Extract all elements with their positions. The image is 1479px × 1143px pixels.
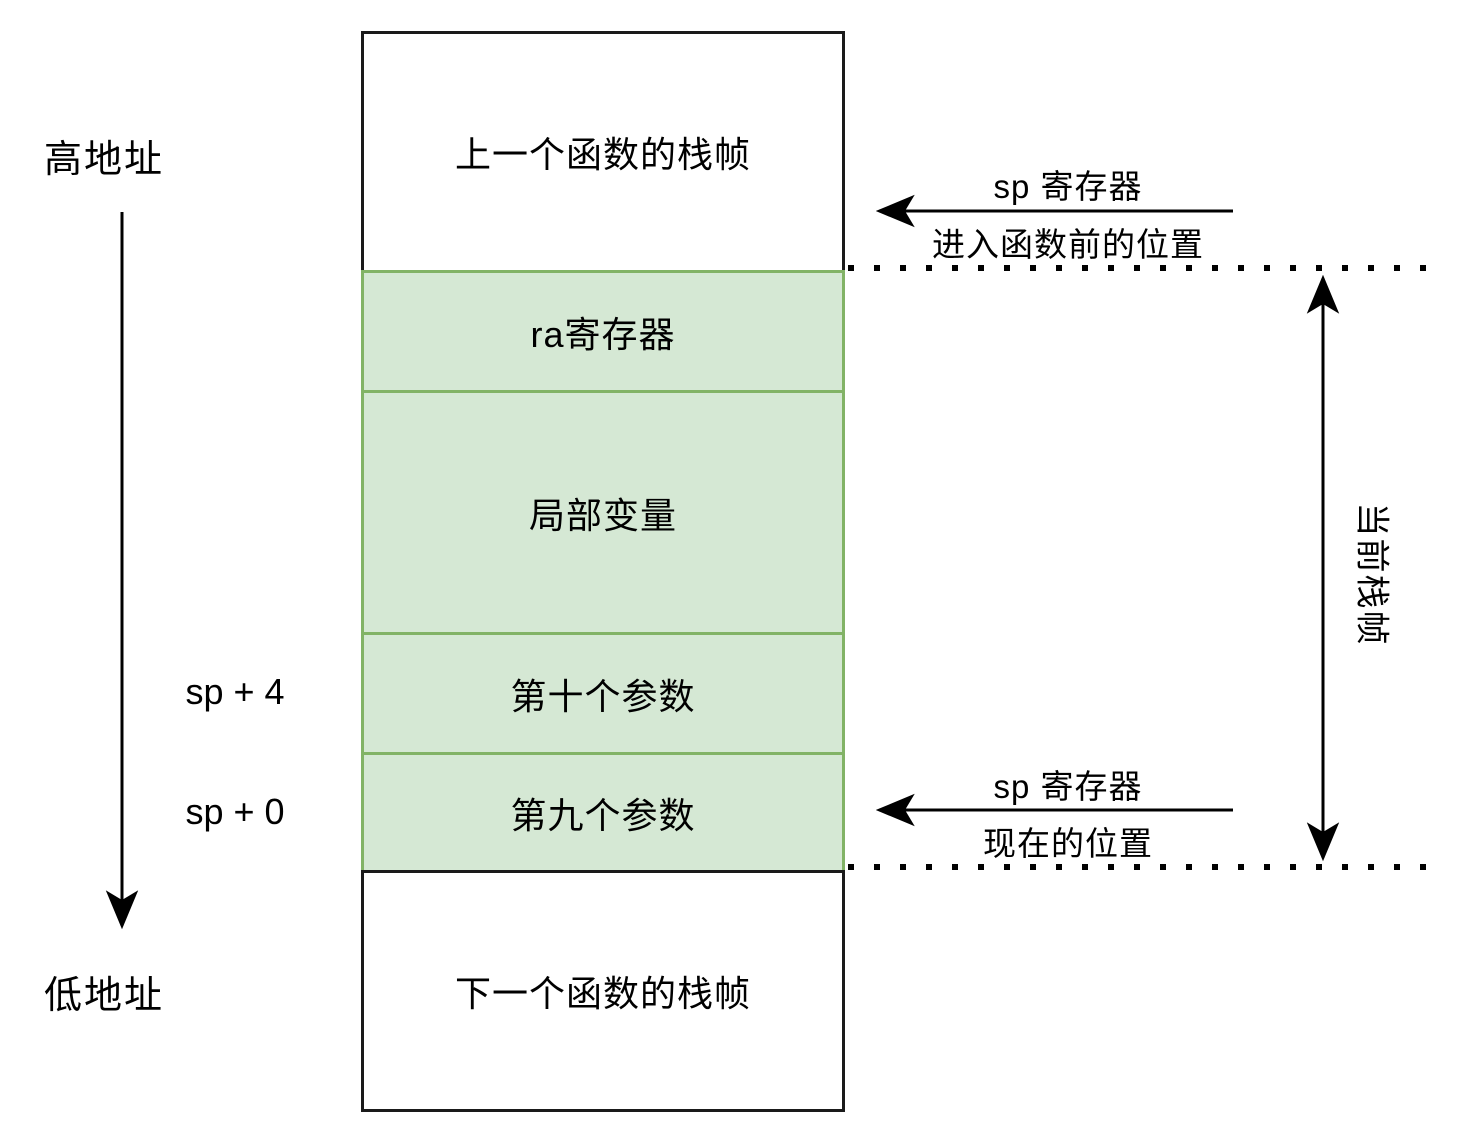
sp-register-before-subtitle: 进入函数前的位置	[932, 226, 1204, 263]
sp-register-now-title: sp 寄存器	[993, 768, 1143, 805]
low-address-label: 低地址	[44, 975, 165, 1017]
stack-cell-label: 第九个参数	[510, 794, 696, 836]
sp-plus-0-label: sp + 0	[185, 791, 285, 832]
stack-cell-local-variables: 局部变量	[361, 390, 845, 635]
stack-cell-tenth-argument: 第十个参数	[361, 632, 845, 755]
sp-register-before-title: sp 寄存器	[993, 168, 1143, 205]
high-address-label: 高地址	[44, 139, 165, 181]
stack-cell-label: 第十个参数	[510, 675, 696, 717]
sp-register-now-subtitle: 现在的位置	[983, 825, 1153, 862]
stack-cell-label: 局部变量	[528, 494, 677, 536]
stack-cell-ra-register: ra寄存器	[361, 270, 845, 393]
stack-cell-previous-frame: 上一个函数的栈帧	[361, 31, 845, 273]
stack-cell-next-frame: 下一个函数的栈帧	[361, 870, 845, 1112]
stack-cell-label: ra寄存器	[530, 313, 676, 355]
current-stack-frame-label: 当前栈帧	[1352, 502, 1391, 647]
sp-plus-4-label: sp + 4	[185, 671, 285, 712]
stack-cell-ninth-argument: 第九个参数	[361, 752, 845, 873]
stack-cell-label: 上一个函数的栈帧	[454, 134, 751, 175]
stack-cell-label: 下一个函数的栈帧	[454, 973, 751, 1014]
